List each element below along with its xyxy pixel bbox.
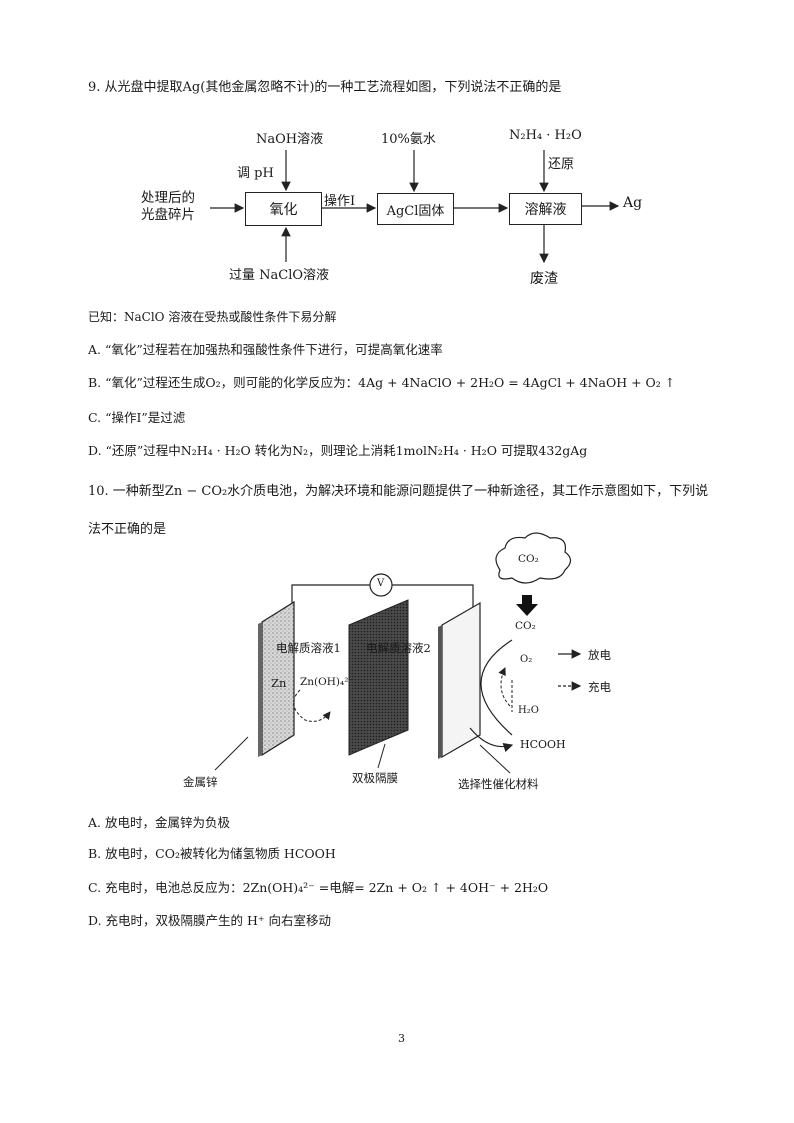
zn-oh-label: Zn(OH)₄²⁻ xyxy=(300,676,354,688)
zinc-label: 金属锌 xyxy=(183,775,218,789)
q10-option-b: B. 放电时，CO₂被转化为储氢物质 HCOOH xyxy=(88,846,336,861)
o2-label: O₂ xyxy=(520,654,533,665)
flow-input-label: 处理后的 光盘碎片 xyxy=(141,190,195,223)
q10-option-a: A. 放电时，金属锌为负极 xyxy=(88,815,230,830)
co2-cloud-icon xyxy=(495,532,572,584)
q10-option-c: C. 充电时，电池总反应为：2Zn(OH)₄²⁻ =电解= 2Zn + O₂ ↑… xyxy=(88,880,549,895)
bipolar-membrane xyxy=(348,599,409,756)
electrolyte2-label: 电解质溶液2 xyxy=(366,641,431,655)
legend-charge-label: 充电 xyxy=(588,680,611,694)
zn-label: Zn xyxy=(271,676,287,690)
q10-stem-line2: 法不正确的是 xyxy=(88,522,167,537)
flow-dissolved-box: 溶解液 xyxy=(509,193,582,225)
flow-residue-label: 废渣 xyxy=(530,271,558,287)
co2-input-arrow-icon xyxy=(516,595,538,616)
q9-option-d: D. “还原”过程中N₂H₄ · H₂O 转化为N₂，则理论上消耗1molN₂H… xyxy=(88,443,588,458)
battery-diagram-shapes xyxy=(214,532,582,774)
q10-stem-line1: 10. 一种新型Zn − CO₂水介质电池，为解决环境和能源问题提供了一种新途径… xyxy=(88,484,709,499)
legend-discharge-label: 放电 xyxy=(588,648,611,662)
q9-stem: 9. 从光盘中提取Ag(其他金属忽略不计)的一种工艺流程如图，下列说法不正确的是 xyxy=(88,80,562,95)
voltmeter-label: V xyxy=(377,578,385,589)
flow-arrows xyxy=(210,150,620,264)
flow-operation-label: 操作Ⅰ xyxy=(324,194,356,209)
membrane-label: 双极隔膜 xyxy=(352,771,398,785)
flow-naclo-label: 过量 NaClO溶液 xyxy=(229,268,330,283)
flow-naoh-label: NaOH溶液 xyxy=(256,132,324,147)
flow-reduction-label: 还原 xyxy=(548,157,575,172)
catalyst-label: 选择性催化材料 xyxy=(458,777,539,791)
page-number: 3 xyxy=(398,1032,405,1045)
q9-option-b: B. “氧化”过程还生成O₂，则可能的化学反应为：4Ag + 4NaClO + … xyxy=(88,375,676,390)
catalyst-plate xyxy=(441,601,481,759)
q10-option-d: D. 充电时，双极隔膜产生的 H⁺ 向右室移动 xyxy=(88,913,331,928)
hcooh-label: HCOOH xyxy=(520,738,566,751)
q9-option-c: C. “操作Ⅰ”是过滤 xyxy=(88,410,186,425)
flow-agcl-box: AgCl固体 xyxy=(377,193,454,225)
flow-ammonia-label: 10%氨水 xyxy=(381,132,436,147)
h2o-label: H₂O xyxy=(518,705,539,716)
electrolyte1-label: 电解质溶液1 xyxy=(276,641,341,655)
flow-product-label: Ag xyxy=(623,195,643,211)
voltmeter-icon xyxy=(369,573,393,597)
cloud-co2-label: CO₂ xyxy=(518,553,539,565)
q9-known: 已知：NaClO 溶液在受热或酸性条件下易分解 xyxy=(88,310,337,324)
flow-oxidation-box: 氧化 xyxy=(245,192,322,226)
co2-label: CO₂ xyxy=(515,620,536,632)
flow-adjust-ph-label: 调 pH xyxy=(237,166,274,181)
flow-hydrazine-label: N₂H₄ · H₂O xyxy=(509,128,582,143)
q9-option-a: A. “氧化”过程若在加强热和强酸性条件下进行，可提高氧化速率 xyxy=(88,342,443,357)
